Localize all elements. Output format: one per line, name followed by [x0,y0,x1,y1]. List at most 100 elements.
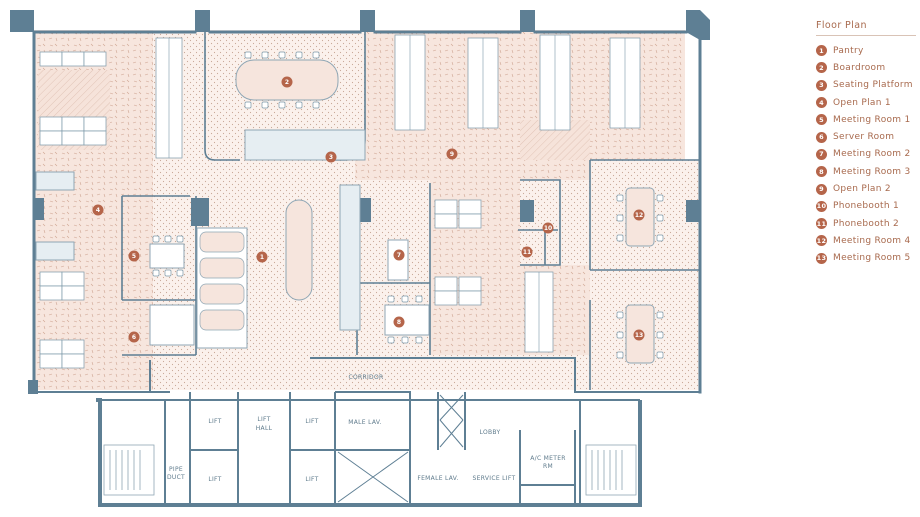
shaft-cross-2 [439,394,464,448]
legend-title: Floor Plan [816,20,916,36]
marker-4: 4 [92,204,104,216]
bench-1 [35,171,75,191]
legend-number: 12 [816,235,827,247]
legend-item: 12 Meeting Room 4 [816,232,916,249]
legend-number: 7 [816,148,827,160]
legend-label: Meeting Room 2 [833,149,911,160]
marker-6: 6 [128,331,140,343]
marker-2: 2 [281,76,293,88]
legend-number: 1 [816,45,827,57]
stairs-left [103,444,155,496]
bench-2 [35,241,75,261]
marker-1: 1 [256,251,268,263]
legend-item: 1 Pantry [816,42,916,59]
legend-item: 8 Meeting Room 3 [816,163,916,180]
floor-plan-drawing: CORRIDOR LIFT LIFT HALL LIFT LIFT LIFT M… [10,10,710,507]
desk-cluster-column-c [539,34,641,131]
desk-cluster-open-plan-2-lower [434,199,554,353]
legend-label: Open Plan 1 [833,97,891,108]
label-ac-meter-1: A/C METER [530,455,566,462]
legend-label: Phonebooth 1 [833,201,900,212]
legend-label: Boardroom [833,62,886,73]
label-lift-hall-2: HALL [256,425,273,432]
label-lift-3: LIFT [208,476,221,483]
floor-plan-legend: Floor Plan 1 Pantry 2 Boardroom 3 Seating P… [816,20,916,267]
pantry-counters [196,227,248,349]
server-rack [149,304,195,346]
marker-13: 13 [633,329,645,341]
desk-cluster-column-a [155,37,183,159]
svg-text:10: 10 [544,225,552,232]
label-lift-2: LIFT [305,418,318,425]
svg-text:5: 5 [132,253,136,260]
label-ac-meter-2: RM [543,463,553,470]
legend-label: Seating Platform [833,80,913,91]
legend-number: 8 [816,166,827,178]
meeting-room-1-table [149,243,185,269]
marker-10: 10 [542,222,554,234]
label-lift-1: LIFT [208,418,221,425]
hatched-zone-2 [520,120,590,160]
svg-text:6: 6 [132,334,136,341]
meeting-room-3-table [384,304,430,336]
legend-label: Meeting Room 4 [833,235,911,246]
legend-label: Meeting Room 1 [833,114,911,125]
label-lobby: LOBBY [480,429,501,436]
shaft-cross-1 [337,451,409,503]
svg-text:9: 9 [450,151,454,158]
marker-7: 7 [393,249,405,261]
legend-number: 6 [816,131,827,143]
legend-item: 3 Seating Platform [816,77,916,94]
seating-platform-bench [244,129,366,161]
label-lift-hall-1: LIFT [257,416,270,423]
desk-cluster-column-b [394,34,499,131]
marker-9: 9 [446,148,458,160]
legend-number: 2 [816,62,827,74]
legend-number: 4 [816,97,827,109]
svg-text:1: 1 [260,254,264,261]
pantry-table [285,199,313,301]
legend-label: Phonebooth 2 [833,218,900,229]
svg-text:8: 8 [397,319,401,326]
svg-text:4: 4 [96,207,100,214]
svg-text:12: 12 [635,212,643,219]
svg-text:13: 13 [635,332,643,339]
counter-seating [339,184,361,331]
svg-text:11: 11 [523,249,531,256]
svg-text:2: 2 [285,79,289,86]
label-corridor: CORRIDOR [349,374,384,381]
marker-3: 3 [325,151,337,163]
stairs-right [585,444,637,496]
legend-label: Meeting Room 5 [833,253,911,264]
room-markers: 1 2 3 4 5 6 7 8 9 10 11 12 13 [92,76,645,343]
legend-number: 10 [816,200,827,212]
marker-12: 12 [633,209,645,221]
legend-item: 6 Server Room [816,128,916,145]
legend-number: 9 [816,183,827,195]
label-pipe-duct-1: PIPE [169,466,183,473]
label-male-lav: MALE LAV. [348,419,381,426]
legend-number: 13 [816,252,827,264]
legend-item: 9 Open Plan 2 [816,180,916,197]
legend-item: 10 Phonebooth 1 [816,198,916,215]
legend-label: Server Room [833,132,895,143]
legend-label: Open Plan 2 [833,184,891,195]
marker-8: 8 [393,316,405,328]
legend-number: 3 [816,79,827,91]
legend-item: 7 Meeting Room 2 [816,146,916,163]
marker-11: 11 [521,246,533,258]
legend-number: 11 [816,218,827,230]
label-female-lav: FEMALE LAV. [417,475,458,482]
legend-item: 11 Phonebooth 2 [816,215,916,232]
label-lift-4: LIFT [305,476,318,483]
legend-item: 4 Open Plan 1 [816,94,916,111]
label-pipe-duct-2: DUCT [167,474,185,481]
legend-label: Pantry [833,45,864,56]
svg-text:7: 7 [397,252,401,259]
legend-label: Meeting Room 3 [833,166,911,177]
svg-text:3: 3 [329,154,333,161]
legend-item: 2 Boardroom [816,59,916,76]
legend-item: 13 Meeting Room 5 [816,250,916,267]
core-walls [96,357,642,507]
